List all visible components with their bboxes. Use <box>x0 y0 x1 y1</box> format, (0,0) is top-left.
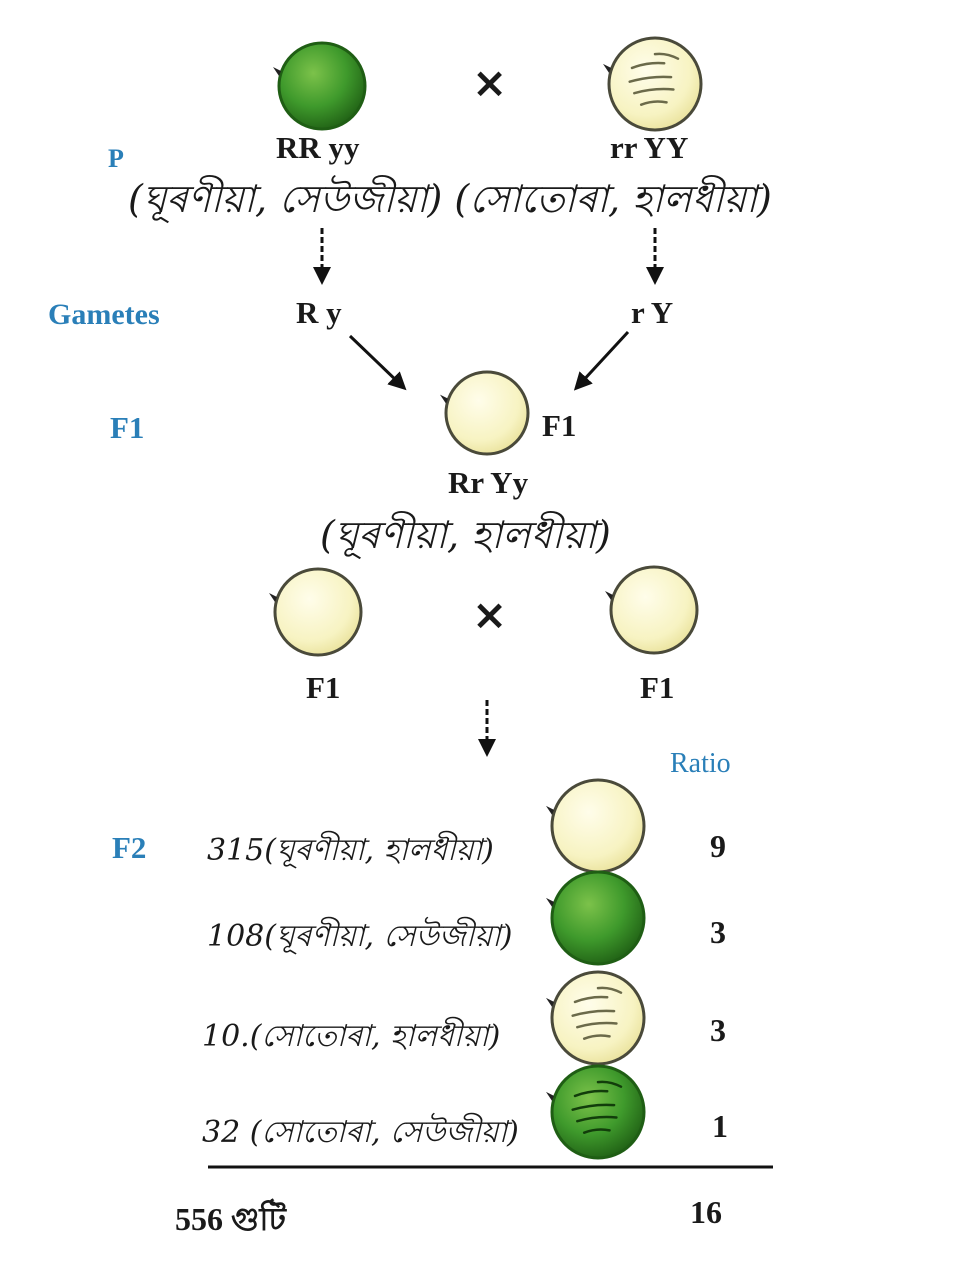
seed-parent-right <box>603 36 703 132</box>
f2-row-1-text: 315(ঘূৰণীয়া, হালধীয়া) <box>207 833 494 868</box>
total-ratio: 16 <box>690 1194 722 1230</box>
seed-f1-cross-right <box>605 565 699 655</box>
f1-cross-right-label: F1 <box>640 670 675 705</box>
seed-f2-row-4 <box>546 1064 646 1160</box>
f2-row-3-ratio: 3 <box>710 1012 726 1048</box>
arrow-gamete-right <box>573 330 630 391</box>
genotype-parent-left: RR yy <box>276 130 360 165</box>
gamete-right: r Y <box>631 295 674 330</box>
phenotype-f1: (ঘূৰণীয়া, হালধীয়া) <box>320 513 611 557</box>
arrow-gamete-left <box>348 334 407 391</box>
seed-f1 <box>440 370 530 456</box>
f1-side-label: F1 <box>542 408 577 443</box>
seed-f1-cross-left <box>269 567 363 657</box>
ratio-header: Ratio <box>670 748 731 779</box>
label-p: P <box>108 144 124 173</box>
gamete-left: R y <box>296 295 342 330</box>
f2-row-4-ratio: 1 <box>712 1108 728 1144</box>
phenotype-parents: (ঘূৰণীয়া, সেউজীয়া) (সোতোৰা, হালধীয়া) <box>128 177 772 221</box>
cross-symbol-parents: × <box>472 58 508 107</box>
label-f1: F1 <box>110 410 145 445</box>
seed-layer <box>269 36 703 1160</box>
label-f2: F2 <box>112 830 147 865</box>
seed-f2-row-3 <box>546 970 646 1066</box>
genotype-parent-right: rr YY <box>610 130 689 165</box>
seed-f2-row-2 <box>546 870 646 966</box>
seed-parent-left <box>273 41 367 131</box>
genotype-f1: Rr Yy <box>448 465 529 500</box>
f2-row-2-ratio: 3 <box>710 914 726 950</box>
f2-row-4-text: 32 (সোতোৰা, সেউজীয়া) <box>202 1115 519 1150</box>
total-seeds: 556 গুটি <box>175 1201 286 1237</box>
f1-cross-left-label: F1 <box>306 670 341 705</box>
cross-symbol-f1: × <box>472 590 508 639</box>
label-gametes: Gametes <box>48 298 160 331</box>
f2-row-1-ratio: 9 <box>710 828 726 864</box>
seed-f2-row-1 <box>546 778 646 874</box>
f2-row-2-text: 108(ঘূৰণীয়া, সেউজীয়া) <box>207 919 513 954</box>
f2-row-3-text: 10.(সোতোৰা, হালধীয়া) <box>202 1019 501 1054</box>
